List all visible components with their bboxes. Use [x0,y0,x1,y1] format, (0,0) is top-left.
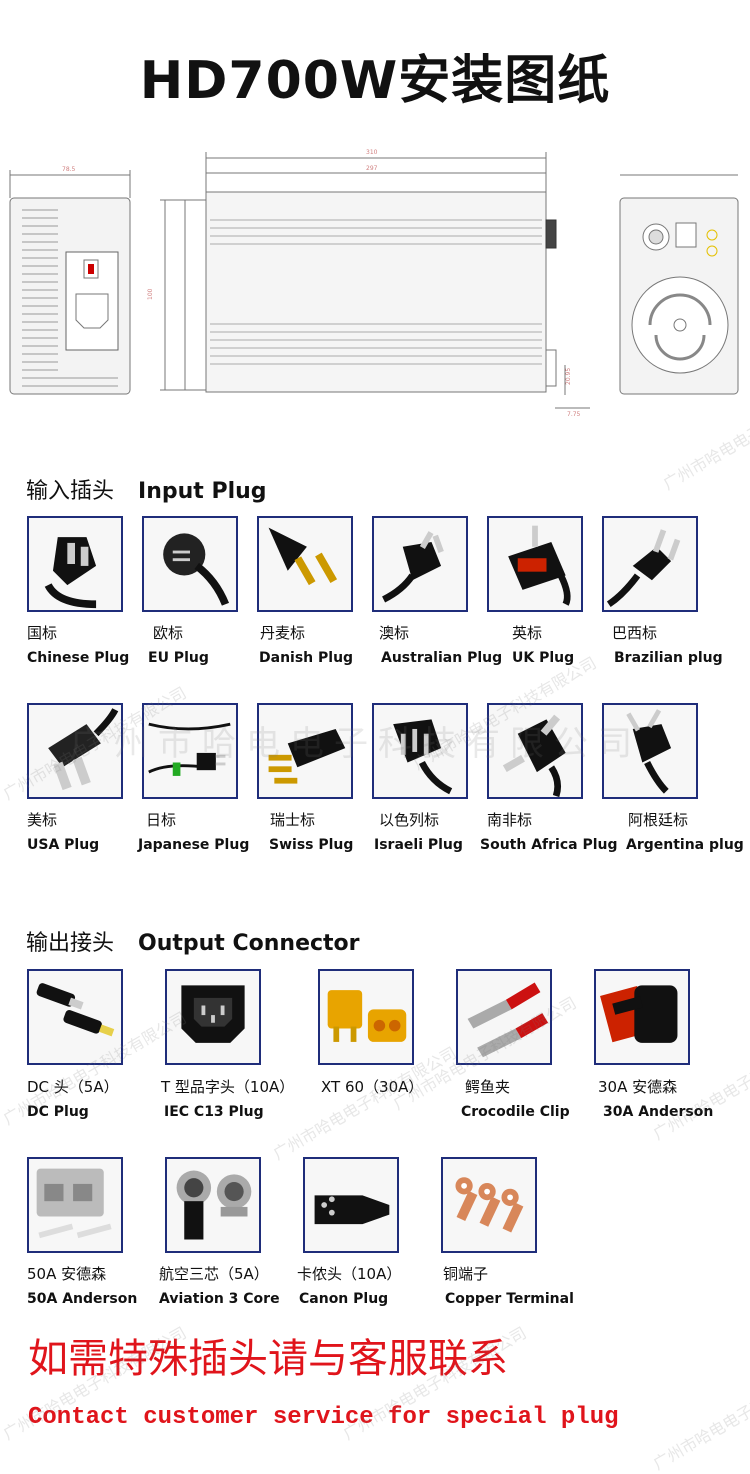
installation-drawing-svg: 78.5 310 297 100 20.95 7.75 [9,149,739,418]
50a-anderson-image [27,1157,123,1253]
plug-label-en: Chinese Plug [27,650,130,666]
plug-label-en: EU Plug [148,650,209,666]
australian-plug-image [372,516,468,612]
brazilian-plug-image [602,516,698,612]
eu-plug-image [142,516,238,612]
connector-label-en: DC Plug [27,1104,89,1120]
plug-label-cn: 阿根廷标 [628,811,689,829]
connector-label-cn: 30A 安德森 [598,1078,678,1096]
plug-label-cn: 美标 [27,811,58,829]
svg-text:7.75: 7.75 [567,411,581,418]
contact-message-cn: 如需特殊插头请与客服联系 [28,1336,508,1382]
aviation-3-core-image [165,1157,261,1253]
input-plug-heading-cn: 输入插头 [26,479,115,504]
connector-label-en: 50A Anderson [27,1291,138,1307]
chinese-plug-image [27,516,123,612]
plug-label-en: Brazilian plug [614,650,723,666]
uk-plug-image [487,516,583,612]
svg-text:310: 310 [366,149,378,156]
plug-label-cn: 国标 [27,624,58,642]
connector-label-cn: 50A 安德森 [27,1265,107,1283]
connector-label-en: 30A Anderson [603,1104,714,1120]
plug-label-cn: 巴西标 [612,624,658,642]
connector-label-en: Crocodile Clip [461,1104,570,1120]
connector-label-cn: 卡侬头（10A） [297,1265,402,1283]
crocodile-clip-image [456,969,552,1065]
contact-message-en: Contact customer service for special plu… [28,1404,619,1431]
30a-anderson-image [594,969,690,1065]
dc-plug-image [27,969,123,1065]
swiss-plug-image [257,703,353,799]
plug-label-cn: 欧标 [153,624,184,642]
plug-label-cn: 英标 [512,624,543,642]
connector-label-cn: 铜端子 [443,1265,489,1283]
connector-label-en: Canon Plug [299,1291,389,1307]
plug-label-cn: 南非标 [487,811,533,829]
usa-plug-image [27,703,123,799]
argentina-plug-image [602,703,698,799]
plug-label-cn: 丹麦标 [260,624,306,642]
installation-drawing: 78.5 310 297 100 20.95 7.75 [0,140,750,420]
plug-label-cn: 日标 [146,811,177,829]
plug-label-en: South Africa Plug [480,837,618,853]
connector-label-cn: T 型品字头（10A） [161,1078,295,1096]
plug-label-en: USA Plug [27,837,100,853]
xt60-plug-image [318,969,414,1065]
iec-c13-plug-image [165,969,261,1065]
input-plug-heading: 输入插头 Input Plug [26,473,267,505]
plug-label-cn: 澳标 [379,624,410,642]
plug-label-en: Australian Plug [381,650,503,666]
connector-label-cn: XT 60（30A） [321,1078,424,1096]
svg-text:78.5: 78.5 [62,166,76,173]
copper-terminal-image [441,1157,537,1253]
svg-text:100: 100 [147,288,154,300]
watermark: 广州市哈电电子科技有限公司 [649,1353,750,1474]
plug-label-en: UK Plug [512,650,575,666]
plug-label-en: Argentina plug [626,837,744,853]
connector-label-en: Aviation 3 Core [159,1291,280,1307]
connector-label-en: Copper Terminal [445,1291,574,1307]
output-connector-heading-cn: 输出接头 [26,931,115,956]
danish-plug-image [257,516,353,612]
input-plug-heading-en: Input Plug [138,479,267,504]
plug-label-cn: 以色列标 [379,811,440,829]
page-title: HD700W安装图纸 [139,51,611,111]
output-connector-heading-en: Output Connector [138,931,360,956]
canon-plug-image [303,1157,399,1253]
israeli-plug-image [372,703,468,799]
connector-label-cn: 鳄鱼夹 [465,1078,511,1096]
plug-label-en: Danish Plug [259,650,354,666]
plug-label-en: Japanese Plug [138,837,250,853]
connector-label-cn: 航空三芯（5A） [159,1265,269,1283]
plug-label-en: Swiss Plug [269,837,354,853]
svg-text:297: 297 [366,165,378,172]
connector-label-en: IEC C13 Plug [164,1104,264,1120]
plug-label-en: Israeli Plug [374,837,463,853]
output-connector-heading: 输出接头 Output Connector [26,925,360,957]
plug-label-cn: 瑞士标 [270,811,316,829]
connector-label-cn: DC 头（5A） [27,1078,119,1096]
south-africa-plug-image [487,703,583,799]
japanese-plug-image [142,703,238,799]
svg-text:20.95: 20.95 [565,368,572,385]
